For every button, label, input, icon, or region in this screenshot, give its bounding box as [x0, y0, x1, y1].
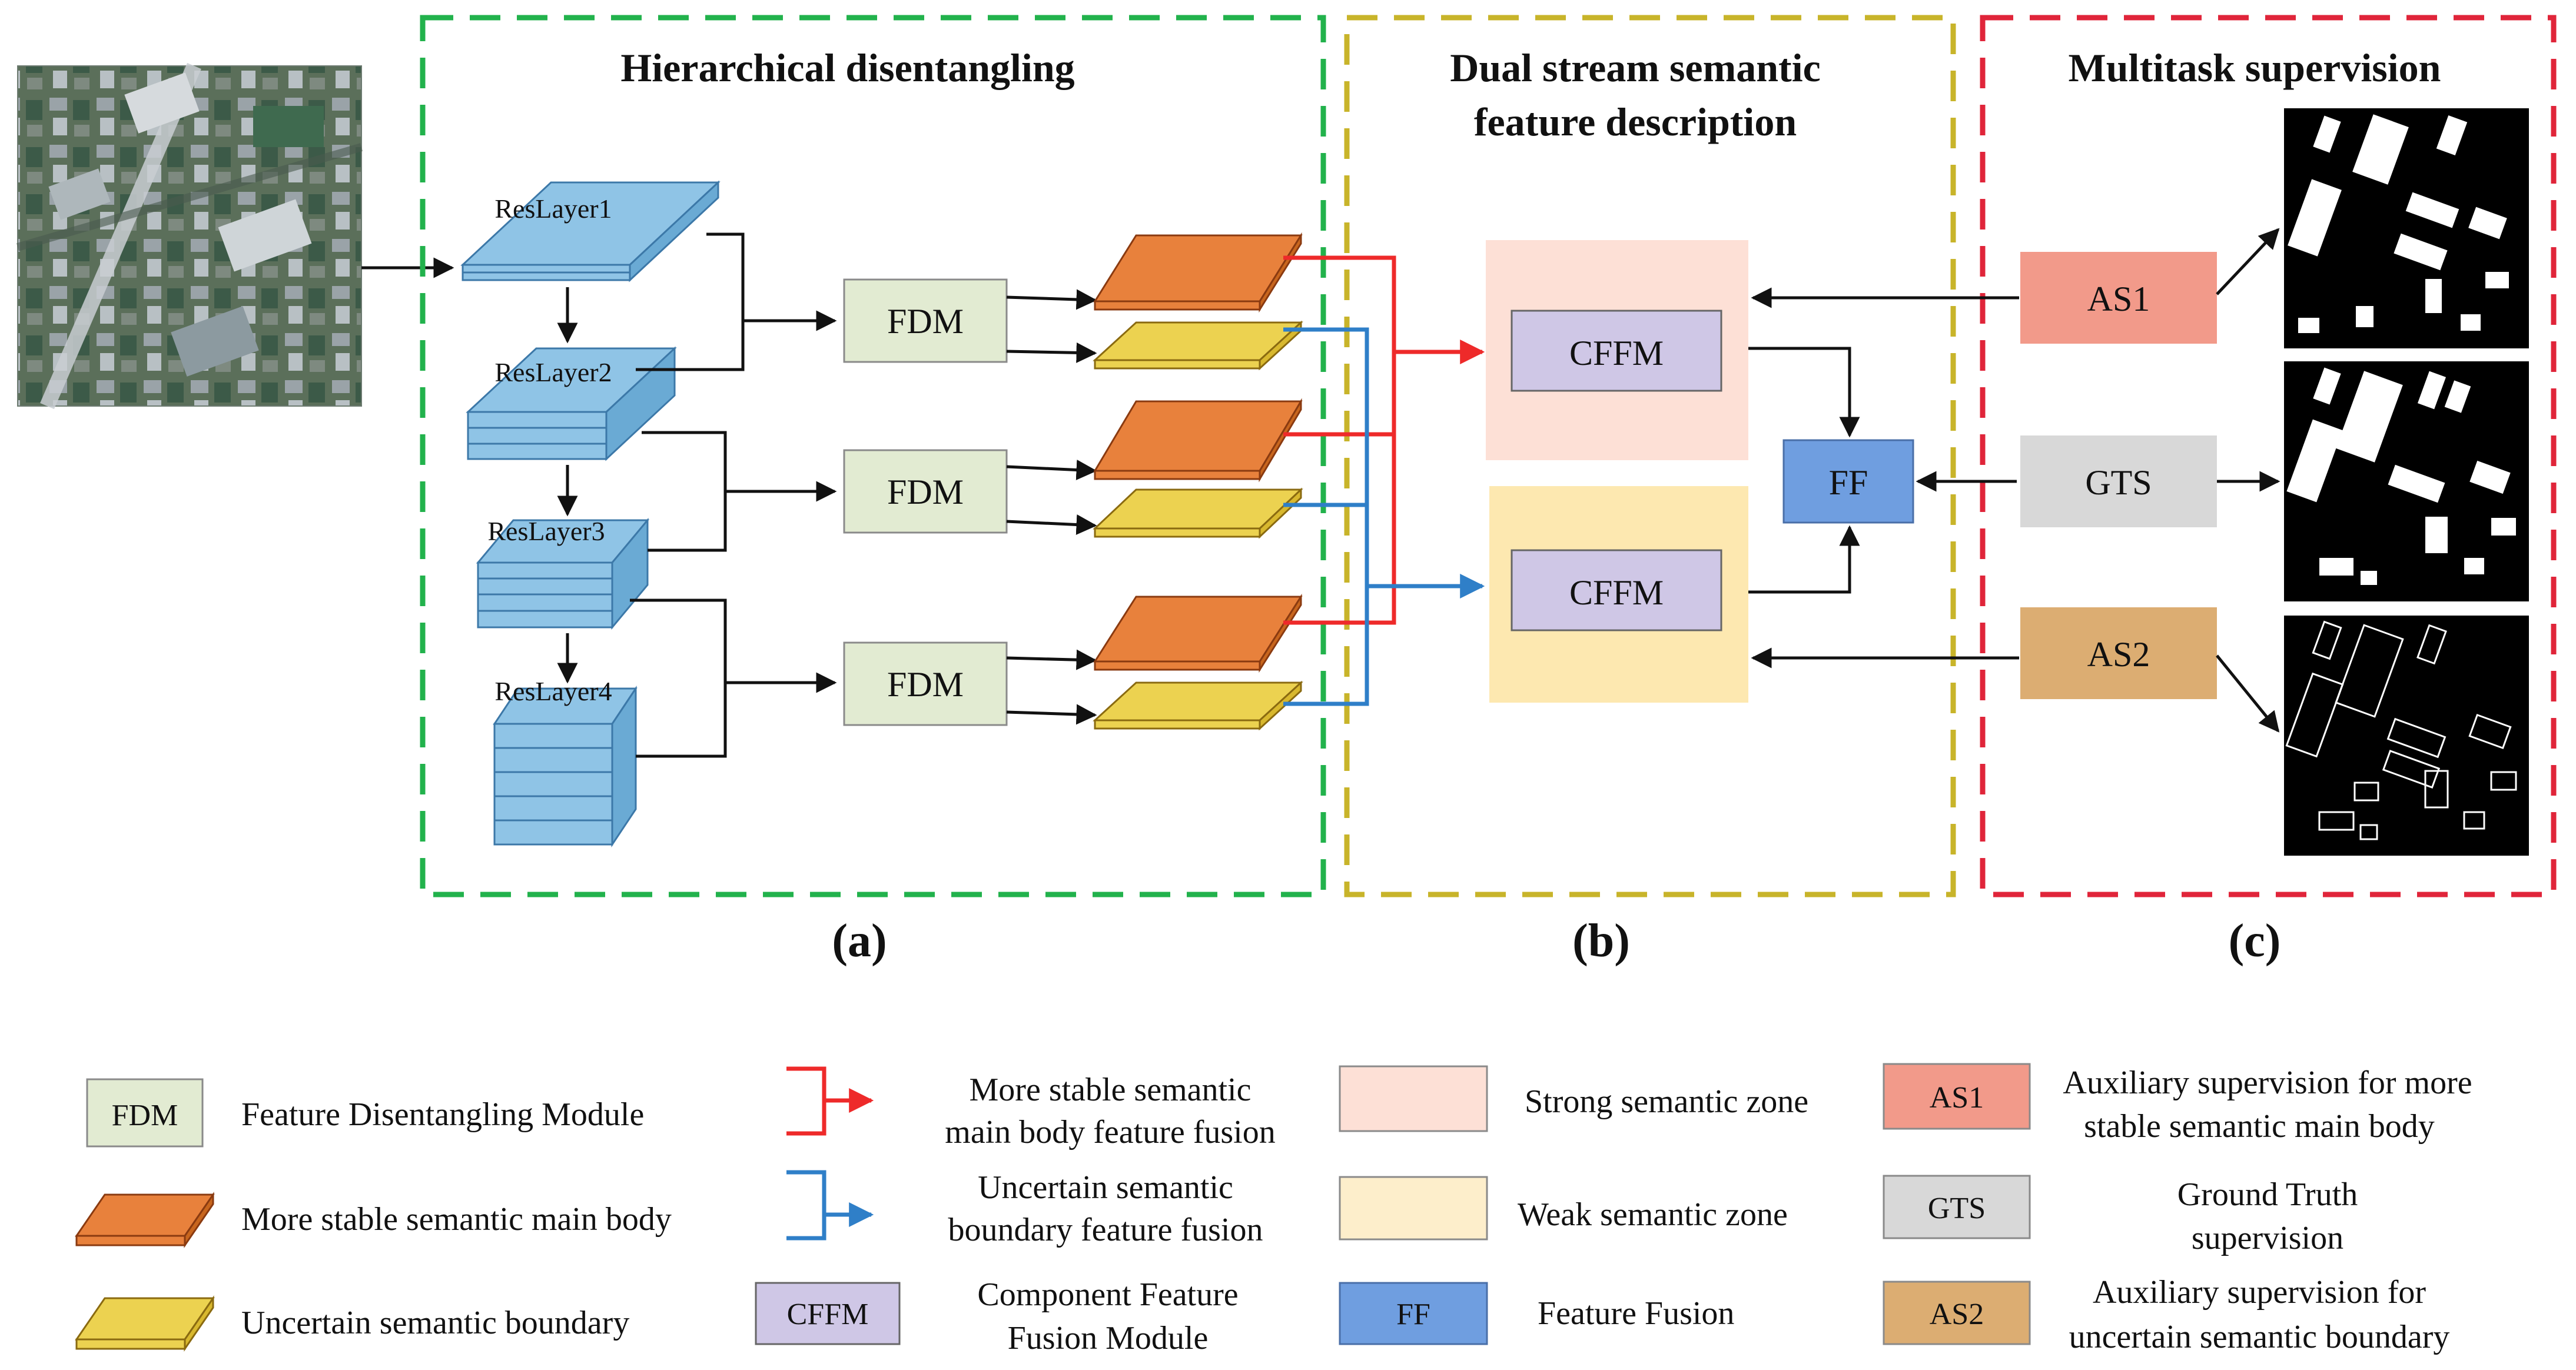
legend-cffm-line1: Component Feature: [977, 1276, 1238, 1313]
reslayer3-label: ResLayer3: [487, 516, 605, 546]
legend-as2-line2: uncertain semantic boundary: [2069, 1319, 2450, 1355]
legend-blue-arrow-line1: Uncertain semantic: [978, 1169, 1233, 1206]
legend-fdm-box-label: FDM: [112, 1099, 178, 1132]
reslayer1-block: [460, 180, 721, 282]
as2-module: AS2: [2020, 607, 2217, 699]
as1-mask-image: [2284, 108, 2529, 348]
legend-gts-box-label: GTS: [1928, 1192, 1986, 1225]
fdm-output-arrows: [1006, 289, 1097, 725]
panel-a-label: (a): [832, 915, 887, 967]
reslayer4-label: ResLayer4: [494, 676, 612, 706]
legend-red-arrow-line1: More stable semantic: [970, 1072, 1252, 1108]
legend-as2-box-label: AS2: [1930, 1298, 1984, 1331]
legend-as1-box-label: AS1: [1930, 1081, 1984, 1115]
panel-b-arrows: [1748, 287, 2019, 669]
fdm-module-2: FDM: [843, 449, 1008, 534]
as2-mask-image: [2284, 616, 2529, 856]
feature-pair-1: [1093, 232, 1303, 371]
legend-fdm-swatch: FDM: [86, 1078, 204, 1148]
input-satellite-image: [16, 62, 363, 410]
legend-red-arrow-line2: main body feature fusion: [945, 1114, 1275, 1150]
reslayer2-label: ResLayer2: [494, 357, 612, 387]
ff-module: FF: [1782, 439, 1914, 524]
gts-mask-image: [2284, 361, 2529, 601]
panel-a-frame: [420, 15, 1326, 897]
main-body-fusion-lines: [1283, 255, 1485, 625]
legend-red-arrow-icon: [786, 1066, 874, 1136]
legend-as1-swatch: AS1: [1883, 1063, 2031, 1130]
feature-pair-3: [1093, 593, 1303, 731]
legend-main-body-text: More stable semantic main body: [241, 1201, 672, 1238]
gts-module: GTS: [2020, 435, 2217, 527]
legend-blue-arrow-icon: [786, 1170, 874, 1241]
legend-cffm-line2: Fusion Module: [1008, 1320, 1209, 1356]
as2-label: AS2: [2087, 635, 2150, 674]
panel-b-label: (b): [1572, 915, 1630, 967]
cffm-module-bottom: CFFM: [1511, 549, 1722, 631]
legend-ff-swatch: FF: [1339, 1282, 1488, 1345]
legend-ff-text: Feature Fusion: [1538, 1295, 1734, 1332]
legend-ff-box-label: FF: [1396, 1298, 1430, 1331]
panel-c-title: Multitask supervision: [2069, 45, 2441, 90]
legend-boundary-swatch: [75, 1295, 215, 1352]
fdm-label-1: FDM: [887, 302, 964, 341]
legend-strong-zone-swatch: [1339, 1065, 1488, 1132]
legend-boundary-text: Uncertain semantic boundary: [241, 1305, 629, 1341]
panel-b-title-line1: Dual stream semantic: [1450, 45, 1821, 90]
panel-b-frame: [1344, 15, 1956, 897]
legend-fdm-text: Feature Disentangling Module: [241, 1096, 644, 1133]
as1-label: AS1: [2087, 280, 2150, 318]
legend-gts-line2: supervision: [2192, 1220, 2343, 1256]
legend-cffm-swatch: CFFM: [755, 1282, 901, 1345]
gts-label: GTS: [2085, 463, 2152, 502]
legend-strong-zone-text: Strong semantic zone: [1525, 1083, 1808, 1120]
fdm-label-2: FDM: [887, 473, 964, 511]
panel-a-title: Hierarchical disentangling: [620, 45, 1074, 90]
panel-b-title-line2: feature description: [1474, 99, 1797, 144]
panel-c-label: (c): [2229, 915, 2281, 967]
reslayer-to-fdm-connectors: [630, 232, 837, 758]
reslayer1-label: ResLayer1: [494, 194, 612, 224]
reslayer2-block: [466, 346, 677, 461]
legend-as2-line1: Auxiliary supervision for: [2093, 1274, 2426, 1311]
cffm-label-top: CFFM: [1569, 334, 1664, 373]
legend-weak-zone-text: Weak semantic zone: [1518, 1196, 1788, 1233]
fdm-module-3: FDM: [843, 641, 1008, 726]
fdm-module-1: FDM: [843, 278, 1008, 363]
panel-c-arrows: [2216, 228, 2280, 733]
legend-main-body-swatch: [75, 1192, 215, 1248]
cffm-module-top: CFFM: [1511, 310, 1722, 392]
feature-pair-2: [1093, 398, 1303, 539]
panel-c-frame: [1980, 15, 2557, 897]
ff-label: FF: [1829, 463, 1868, 502]
legend-gts-swatch: GTS: [1883, 1175, 2031, 1239]
legend-as2-swatch: AS2: [1883, 1281, 2031, 1345]
legend-weak-zone-swatch: [1339, 1176, 1488, 1241]
reslayer4-block: [493, 686, 638, 847]
legend-as1-line2: stable semantic main body: [2084, 1108, 2435, 1145]
legend-as1-line1: Auxiliary supervision for more: [2063, 1065, 2472, 1101]
legend-gts-line1: Ground Truth: [2177, 1176, 2358, 1213]
legend-cffm-box-label: CFFM: [787, 1298, 869, 1331]
boundary-fusion-lines: [1283, 327, 1485, 706]
reslayer3-block: [476, 517, 650, 630]
cffm-label-bottom: CFFM: [1569, 573, 1664, 612]
as1-module: AS1: [2020, 252, 2217, 344]
legend-blue-arrow-line2: boundary feature fusion: [948, 1212, 1263, 1248]
fdm-label-3: FDM: [887, 665, 964, 704]
